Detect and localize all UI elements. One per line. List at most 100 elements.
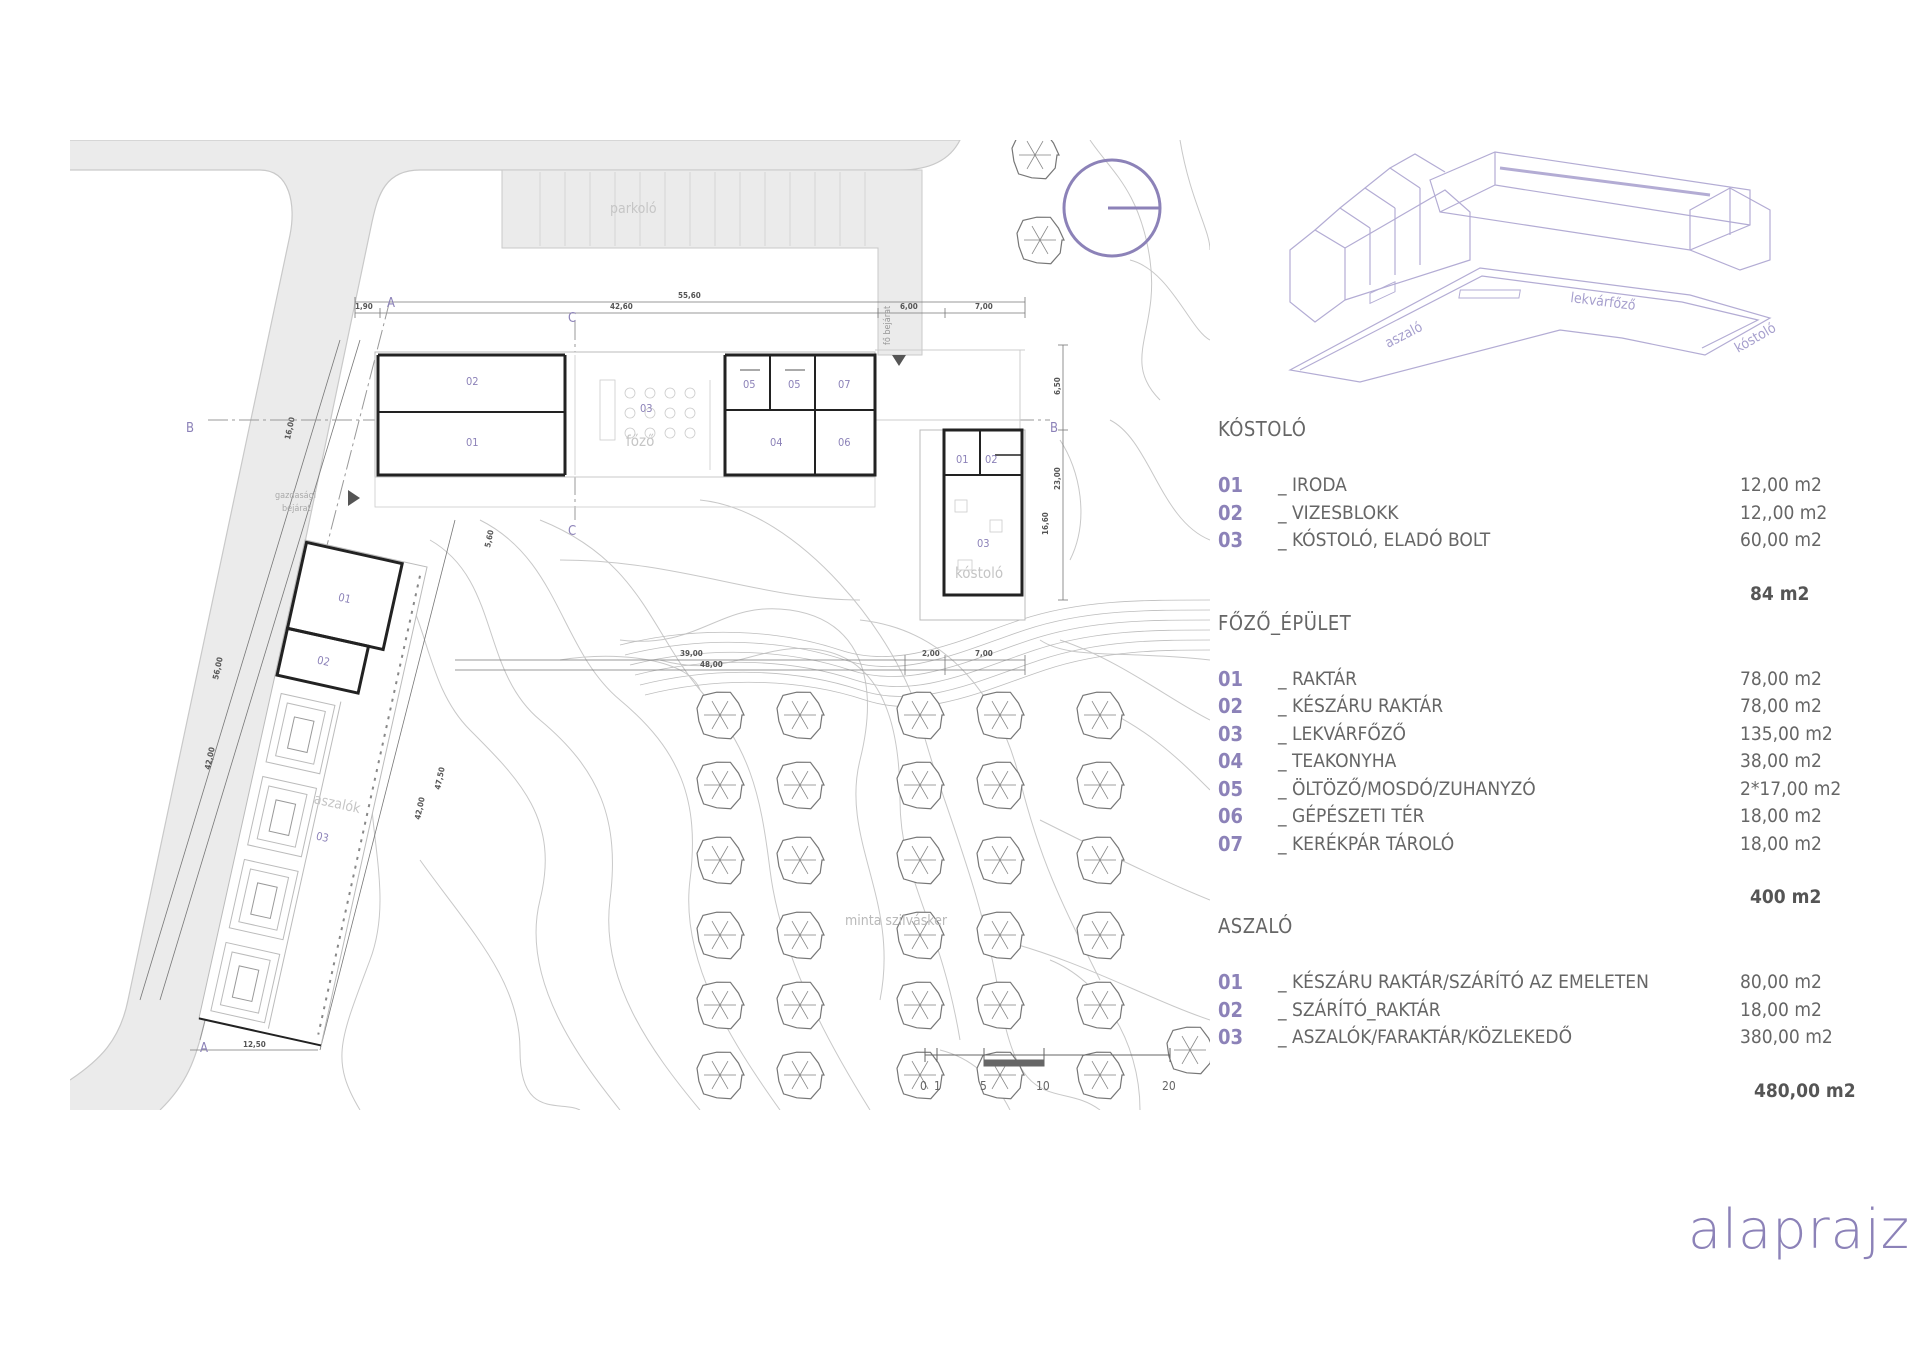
orchard-label: minta szilvásker xyxy=(845,913,948,929)
svg-text:6,00: 6,00 xyxy=(900,302,918,311)
svg-text:23,00: 23,00 xyxy=(1053,467,1062,490)
tree-icon xyxy=(976,691,1025,740)
contour-lines xyxy=(70,140,1210,1110)
service-entrance-label-1: gazdasági xyxy=(275,491,316,501)
tree-icon xyxy=(776,761,825,810)
svg-text:02: 02 xyxy=(316,654,331,669)
svg-text:03: 03 xyxy=(640,402,653,415)
section-total: 480,00 m2 xyxy=(1754,1079,1856,1102)
tree-icon xyxy=(776,911,825,960)
fozo-building: 02 01 03 05 05 07 04 06 főző xyxy=(374,349,1025,508)
svg-text:01: 01 xyxy=(466,436,479,449)
tree-icon xyxy=(776,691,825,740)
svg-text:01: 01 xyxy=(956,453,969,466)
svg-text:02: 02 xyxy=(466,375,479,388)
tree-icon xyxy=(1076,761,1125,810)
access-road xyxy=(70,140,960,1110)
svg-text:12,50: 12,50 xyxy=(243,1040,266,1049)
svg-text:5,60: 5,60 xyxy=(483,529,495,548)
svg-text:48,00: 48,00 xyxy=(700,660,723,669)
svg-text:55,60: 55,60 xyxy=(678,291,701,300)
section-aszalo: ASZALÓ 01_ KÉSZÁRU RAKTÁR/SZÁRÍTÓ AZ EME… xyxy=(1218,912,1858,1106)
svg-text:16,60: 16,60 xyxy=(1041,512,1050,535)
tree-icon xyxy=(896,761,945,810)
svg-text:47,50: 47,50 xyxy=(433,766,447,790)
tree-icon xyxy=(896,911,945,960)
service-entrance-label-2: bejárat xyxy=(282,504,311,514)
cut-a-bottom: A xyxy=(200,1041,208,1056)
tree-icon xyxy=(696,761,745,810)
tree-icon xyxy=(1076,1051,1125,1100)
svg-text:07: 07 xyxy=(838,378,851,391)
tree-icon xyxy=(976,981,1025,1030)
tree-icon xyxy=(896,836,945,885)
kostolo-label: kóstoló xyxy=(955,564,1003,582)
svg-text:1: 1 xyxy=(934,1079,941,1093)
tree-icon xyxy=(976,911,1025,960)
parking-stripes xyxy=(539,172,866,246)
tree-icon xyxy=(1011,140,1060,180)
aszalo-building: 01 02 03 aszalók xyxy=(198,539,428,1047)
contour-band xyxy=(619,599,1210,707)
tree-icon xyxy=(1016,216,1065,265)
site-plan: parkoló minta szilvásker 55,60 42,60 xyxy=(70,140,1210,1110)
fozo-label: főző xyxy=(626,432,654,450)
page-title: alaprajz xyxy=(1688,1198,1911,1261)
section-title: KÓSTOLÓ xyxy=(1218,417,1307,441)
scale-bar-labels: 0 1 5 10 20 xyxy=(920,1079,1176,1093)
section-title: FŐZŐ_ÉPÜLET xyxy=(1218,610,1352,635)
kostolo-building: 01 02 03 kóstoló xyxy=(919,428,1026,621)
svg-text:04: 04 xyxy=(770,436,783,449)
svg-text:39,00: 39,00 xyxy=(680,649,703,658)
svg-text:7,00: 7,00 xyxy=(975,649,993,658)
cut-c-top: C xyxy=(568,311,576,326)
tree-icon xyxy=(896,981,945,1030)
tree-icon xyxy=(1076,981,1125,1030)
svg-text:01: 01 xyxy=(337,591,352,606)
tree-icon xyxy=(1076,836,1125,885)
main-entrance-arrow xyxy=(892,355,906,366)
svg-text:03: 03 xyxy=(977,537,990,550)
axo-label-lekvarfozo: lekvárfőző xyxy=(1570,290,1637,314)
tree-icon xyxy=(696,836,745,885)
svg-text:5: 5 xyxy=(980,1079,987,1093)
axo-label-kostolo: kóstoló xyxy=(1732,320,1779,356)
tree-icon xyxy=(776,836,825,885)
tree-icon xyxy=(696,1051,745,1100)
svg-text:1,90: 1,90 xyxy=(355,302,373,311)
svg-text:02: 02 xyxy=(985,453,998,466)
dimension-lines xyxy=(139,297,1068,1051)
svg-text:6,50: 6,50 xyxy=(1053,377,1062,395)
svg-text:03: 03 xyxy=(315,830,330,845)
tree-icon xyxy=(1076,691,1125,740)
tree-icon xyxy=(976,836,1025,885)
section-total: 84 m2 xyxy=(1750,582,1810,605)
svg-text:2,00: 2,00 xyxy=(922,649,940,658)
svg-text:0: 0 xyxy=(920,1079,927,1093)
cut-c-bottom: C xyxy=(568,524,576,539)
dimension-texts: 55,60 42,60 1,90 6,00 7,00 39,00 48,00 2… xyxy=(203,291,1062,1049)
tree-icon xyxy=(896,1051,945,1100)
orchard-trees xyxy=(696,140,1210,1100)
cut-b-left: B xyxy=(186,421,194,436)
main-entrance-label: fő bejárat xyxy=(883,306,893,345)
cut-a-top: A xyxy=(387,296,395,311)
north-symbol xyxy=(1062,158,1162,258)
tree-icon xyxy=(1166,1026,1210,1075)
tree-icon xyxy=(776,1051,825,1100)
svg-text:05: 05 xyxy=(788,378,801,391)
service-entrance-arrow xyxy=(348,490,360,506)
svg-text:42,60: 42,60 xyxy=(610,302,633,311)
